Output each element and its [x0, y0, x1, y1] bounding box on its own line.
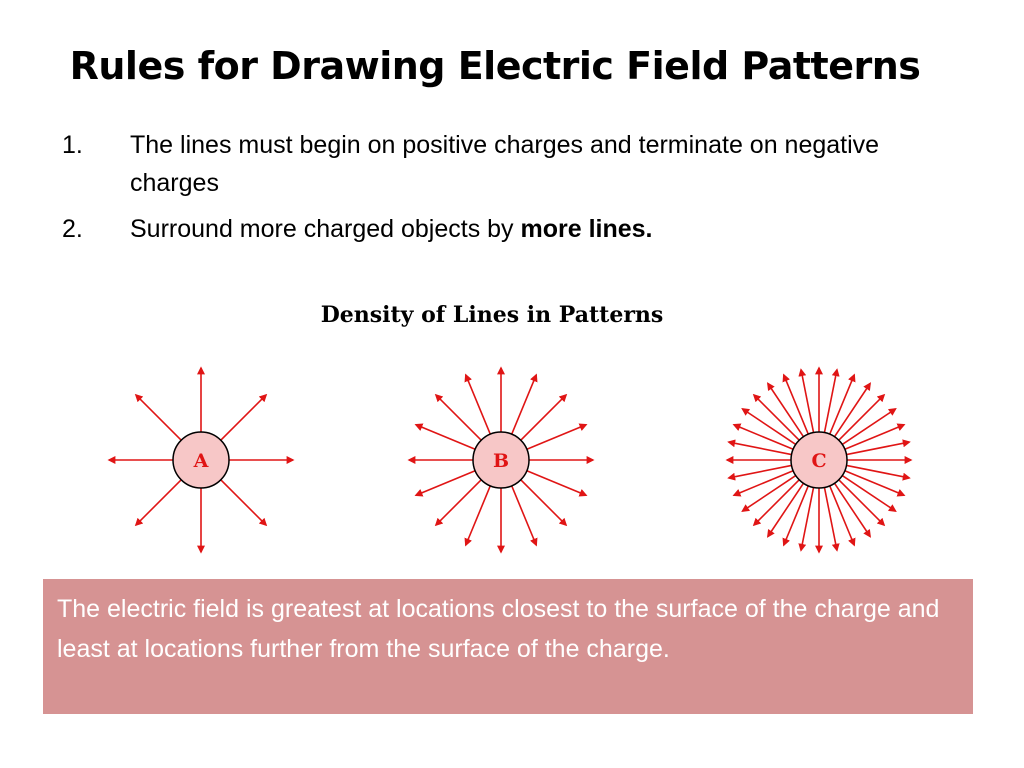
- rule-item: 1. The lines must begin on positive char…: [62, 126, 962, 202]
- field-line: [510, 373, 538, 435]
- field-line: [841, 474, 897, 513]
- field-line: [833, 382, 872, 438]
- field-line: [782, 373, 810, 435]
- field-line: [752, 479, 800, 527]
- rule-text-bold: more lines.: [520, 215, 653, 243]
- charge-a: A: [107, 366, 295, 554]
- field-line: [833, 482, 872, 538]
- field-line: [732, 423, 794, 451]
- field-line: [434, 393, 482, 441]
- field-line: [844, 423, 906, 451]
- charge-b: B: [407, 366, 595, 554]
- field-line: [798, 487, 815, 552]
- field-line: [828, 485, 856, 547]
- field-line: [434, 479, 482, 527]
- field-line: [782, 485, 810, 547]
- field-line-diagram: A B C: [107, 366, 913, 554]
- field-line: [766, 482, 805, 538]
- field-line: [520, 479, 568, 527]
- charge-c: C: [725, 366, 913, 554]
- field-line: [220, 393, 268, 441]
- rule-text: The lines must begin on positive charges…: [130, 131, 880, 197]
- field-line: [741, 474, 797, 513]
- field-line: [823, 368, 840, 433]
- field-line: [752, 393, 800, 441]
- rules-list: 1. The lines must begin on positive char…: [62, 126, 962, 256]
- field-line: [134, 393, 182, 441]
- field-line: [464, 485, 492, 547]
- field-line: [844, 469, 906, 497]
- field-line: [526, 423, 588, 451]
- field-line: [727, 464, 792, 481]
- summary-callout: The electric field is greatest at locati…: [43, 579, 973, 714]
- field-line: [823, 487, 840, 552]
- rule-text-plain: Surround more charged objects by: [130, 215, 521, 243]
- field-line: [510, 485, 538, 547]
- field-line: [838, 479, 886, 527]
- field-line: [766, 382, 805, 438]
- field-line: [134, 479, 182, 527]
- field-line: [520, 393, 568, 441]
- rule-number: 1.: [62, 131, 83, 159]
- charge-label: B: [493, 450, 509, 472]
- charge-circle: [172, 431, 230, 489]
- rule-item: 2. Surround more charged objects by more…: [62, 210, 962, 248]
- rule-text: Surround more charged objects by more li…: [130, 210, 962, 248]
- slide-title: Rules for Drawing Electric Field Pattern…: [69, 44, 921, 88]
- field-line: [464, 373, 492, 435]
- field-line: [841, 407, 897, 446]
- callout-text: The electric field is greatest at locati…: [57, 595, 940, 663]
- field-line: [414, 469, 476, 497]
- charge-circle: [790, 431, 848, 489]
- figure-title: Density of Lines in Patterns: [320, 302, 664, 328]
- field-line: [526, 469, 588, 497]
- field-line: [727, 439, 792, 456]
- field-line: [846, 439, 911, 456]
- field-line: [414, 423, 476, 451]
- field-line: [741, 407, 797, 446]
- field-line: [838, 393, 886, 441]
- charge-label: A: [193, 450, 209, 472]
- field-line: [220, 479, 268, 527]
- field-line: [828, 373, 856, 435]
- charge-circle: [472, 431, 530, 489]
- rule-number: 2.: [62, 215, 83, 243]
- field-line: [732, 469, 794, 497]
- field-line: [798, 368, 815, 433]
- charge-label: C: [811, 450, 826, 472]
- field-line: [846, 464, 911, 481]
